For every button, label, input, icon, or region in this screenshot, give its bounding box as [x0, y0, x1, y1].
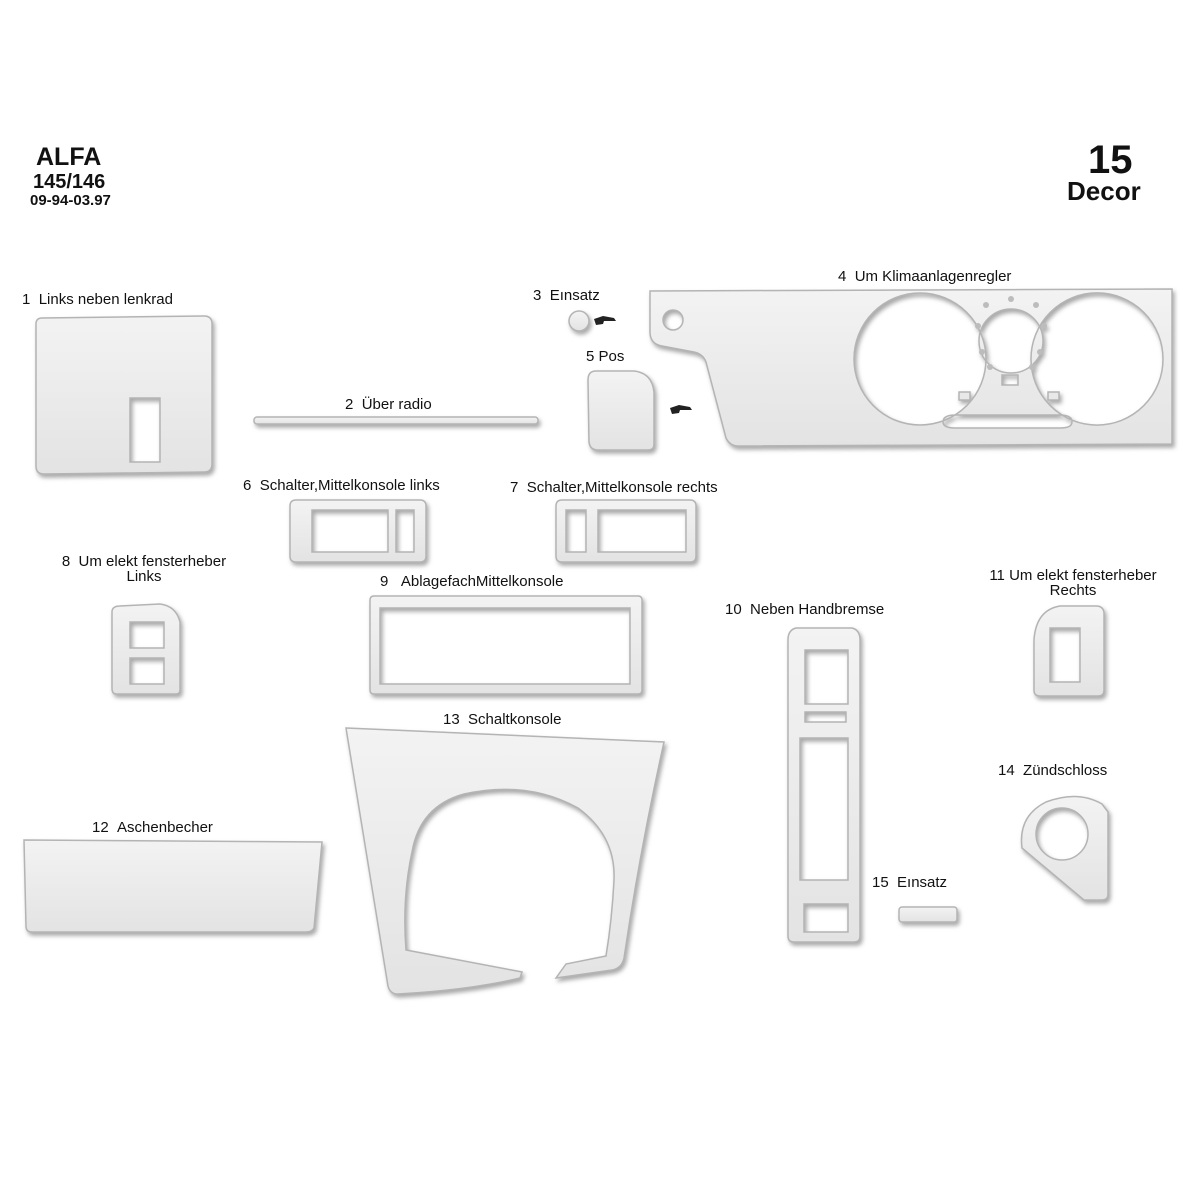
- finish-label: Decor: [1067, 176, 1141, 206]
- part-8-name: Um elekt fensterheber: [78, 553, 227, 570]
- part-4-number: 4: [838, 268, 847, 285]
- part-14-label: 14 Zündschloss: [998, 763, 1107, 778]
- part-2-name: Über radio: [361, 396, 432, 413]
- part-14-ignition-surround: [1020, 795, 1109, 901]
- part-11-name: Um elekt fensterheber: [1009, 567, 1157, 584]
- part-1-panel: [35, 315, 213, 475]
- part-5-number: 5: [586, 348, 595, 365]
- part-2-number: 2: [345, 396, 354, 413]
- part-15-label: 15 Eınsatz: [872, 875, 947, 890]
- part-3-label: 3 Eınsatz: [533, 288, 600, 303]
- part-10-handbrake-surround: [787, 627, 861, 943]
- part-5-pos: [587, 370, 655, 451]
- part-6-name: Schalter,Mittelkonsole links: [259, 477, 440, 494]
- part-11-window-switch-right: [1033, 605, 1105, 697]
- part-5-name: Pos: [598, 348, 625, 365]
- part-3-number: 3: [533, 287, 542, 304]
- part-9-name: AblagefachMittelkonsole: [400, 573, 564, 590]
- part-8-number: 8: [61, 553, 71, 570]
- part-6-label: 6 Schalter,Mittelkonsole links: [243, 478, 440, 493]
- part-2-label: 2 Über radio: [345, 397, 432, 412]
- part-12-number: 12: [92, 819, 109, 836]
- part-10-label: 10 Neben Handbremse: [725, 602, 884, 617]
- part-13-number: 13: [443, 711, 460, 728]
- part-8-window-switch-left: [111, 603, 181, 695]
- part-11-number: 11: [989, 567, 1005, 584]
- part-13-name: Schaltkonsole: [468, 711, 562, 728]
- part-6-number: 6: [243, 477, 252, 494]
- part-10-name: Neben Handbremse: [750, 601, 885, 618]
- part-3-insert: [568, 310, 590, 332]
- part-4-screw-holes: [975, 296, 1047, 370]
- part-4-name: Um Klimaanlagenregler: [854, 268, 1012, 285]
- part-15-insert: [898, 906, 958, 923]
- part-15-name: Eınsatz: [897, 874, 948, 891]
- part-12-label: 12 Aschenbecher: [92, 820, 213, 835]
- part-5-label: 5 Pos: [586, 349, 624, 364]
- part-14-number: 14: [998, 762, 1015, 779]
- part-6-switch-left: [289, 499, 427, 563]
- part-1-number: 1: [22, 291, 31, 308]
- part-9-storage-tray: [369, 595, 643, 695]
- part-13-label: 13 Schaltkonsole: [443, 712, 561, 727]
- part-4-label: 4 Um Klimaanlagenregler: [838, 269, 1011, 284]
- part-12-name: Aschenbecher: [117, 819, 213, 836]
- part-14-name: Zündschloss: [1023, 762, 1108, 779]
- part-11-name-line2: Rechts: [1049, 582, 1097, 599]
- part-13-shift-console: [345, 727, 665, 995]
- brand-title: ALFA: [36, 143, 102, 171]
- part-12-ashtray: [23, 839, 323, 933]
- pointing-hand-icon: [594, 316, 692, 414]
- part-9-number: 9: [380, 573, 389, 590]
- part-9-label: 9 AblagefachMittelkonsole: [380, 574, 563, 589]
- part-7-number: 7: [510, 479, 519, 496]
- part-15-number: 15: [872, 874, 889, 891]
- piece-count: 15: [1088, 138, 1133, 182]
- part-1-label: 1 Links neben lenkrad: [22, 292, 173, 307]
- part-10-number: 10: [725, 601, 742, 618]
- part-7-name: Schalter,Mittelkonsole rechts: [526, 479, 718, 496]
- part-8-name-line2: Links: [126, 568, 162, 585]
- part-7-label: 7 Schalter,Mittelkonsole rechts: [510, 480, 718, 495]
- part-3-name: Eınsatz: [549, 287, 600, 304]
- model-number: 145/146: [33, 171, 106, 193]
- part-1-name: Links neben lenkrad: [38, 291, 173, 308]
- part-7-switch-right: [555, 499, 697, 563]
- part-4-climate-surround: [649, 288, 1173, 447]
- production-years: 09-94-03.97: [30, 192, 111, 209]
- part-2-strip: [253, 416, 539, 425]
